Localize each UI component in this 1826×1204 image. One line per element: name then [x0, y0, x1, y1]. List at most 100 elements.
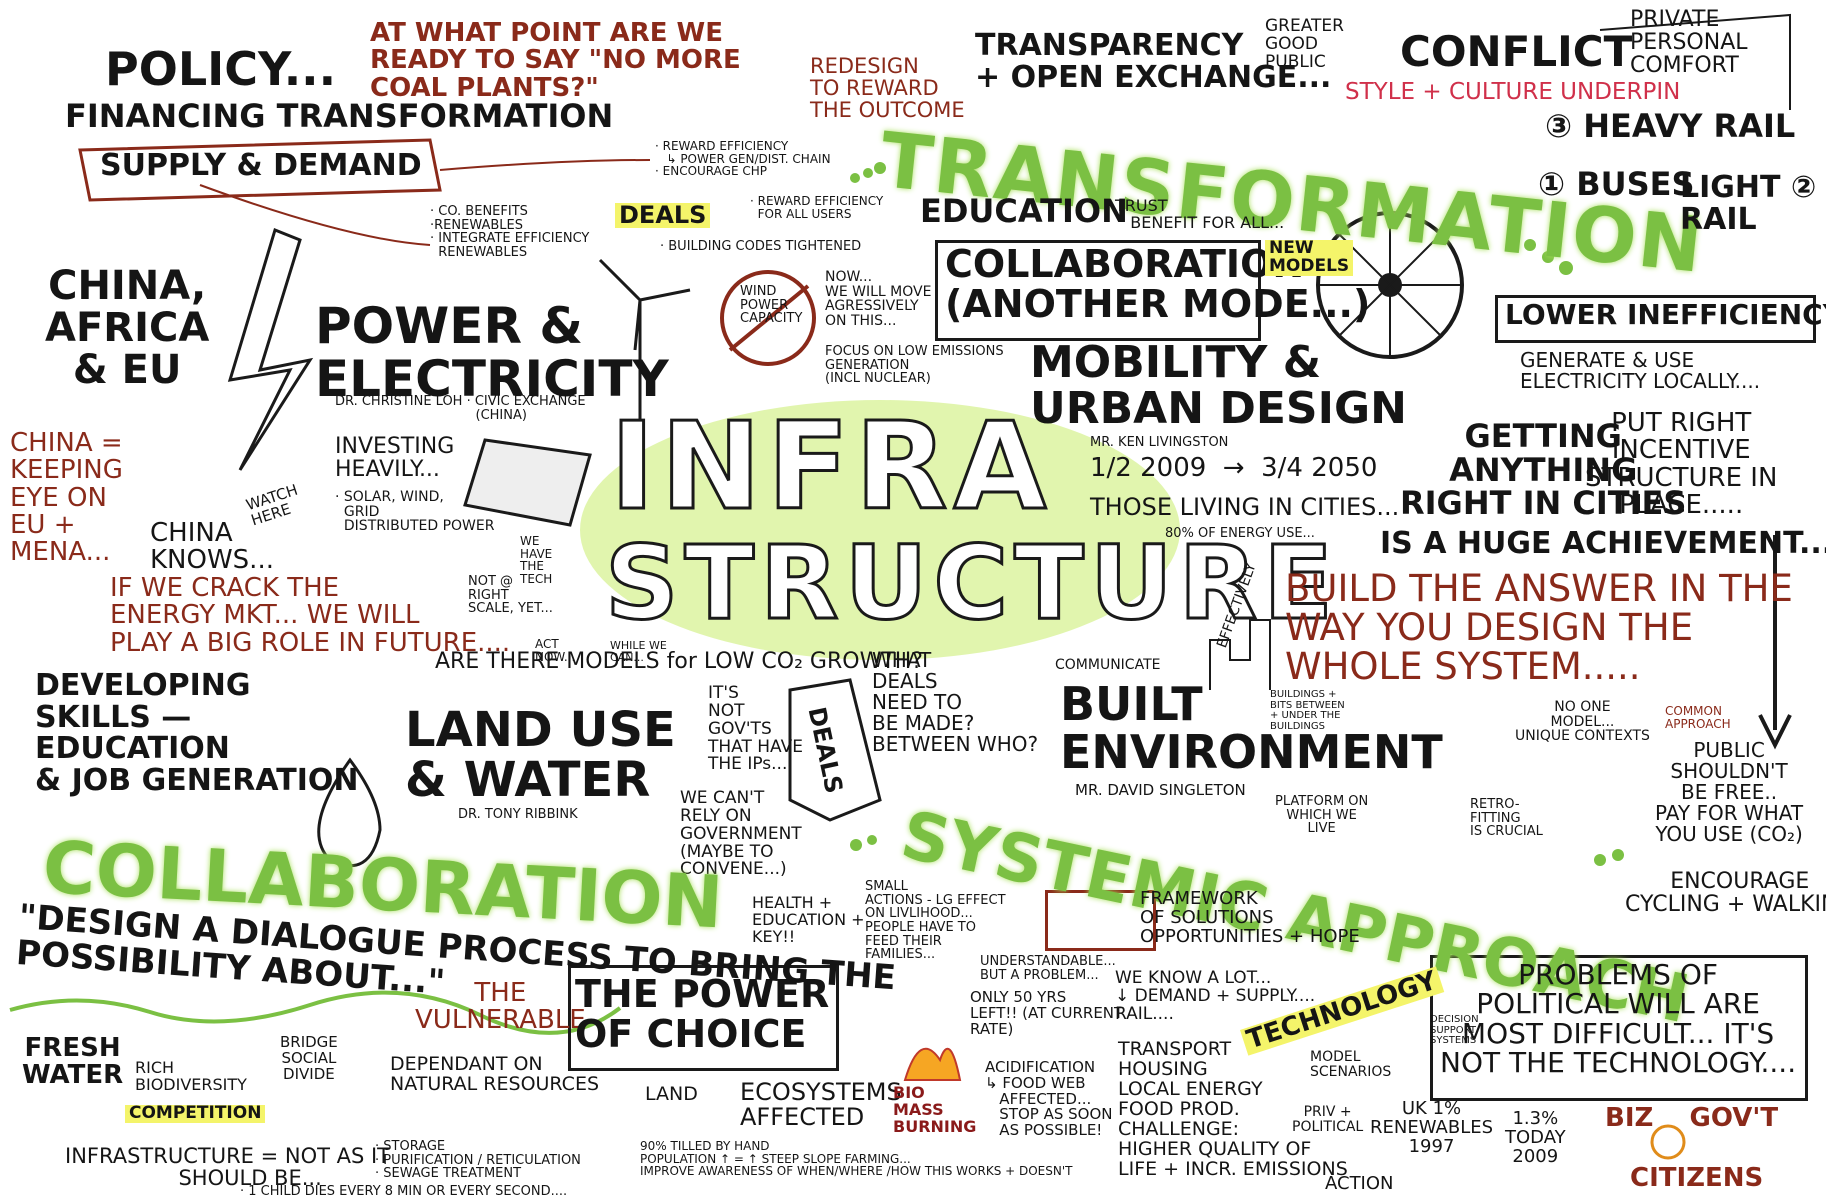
deals-small-label: DEALS [615, 202, 711, 229]
platform-on-note: PLATFORM ON WHICH WE LIVE [1275, 794, 1369, 837]
collaboration-box-text: COLLABORATION (ANOTHER MODE...) [945, 242, 1371, 326]
policy-heading: POLICY... [105, 42, 337, 96]
the-vulnerable-note: THE VULNERABLE [415, 978, 586, 1036]
framework-box-frame [1045, 890, 1156, 951]
building-codes-note: · BUILDING CODES TIGHTENED [660, 239, 862, 254]
redesign-note: REDESIGN TO REWARD THE OUTCOME [810, 54, 965, 123]
citizens-label: CITIZENS [1630, 1163, 1764, 1193]
model-scenarios-note: MODEL SCENARIOS [1310, 1049, 1392, 1080]
private-comfort-label: PRIVATE PERSONAL COMFORT [1630, 7, 1748, 79]
education-heading: EDUCATION [920, 192, 1128, 230]
power-of-choice-heading: THE POWER OF CHOICE [575, 972, 830, 1056]
acidification-note: ACIDIFICATION ↳ FOOD WEB AFFECTED... STO… [985, 1058, 1113, 1139]
political-will-problems: PROBLEMS OF POLITICAL WILL ARE MOST DIFF… [1440, 958, 1797, 1080]
buses-label: ① BUSES [1538, 165, 1695, 203]
dr-christine-note: DR. CHRISTINE LOH · CIVIC EXCHANGE (CHIN… [335, 394, 586, 423]
those-living-in-cities: THOSE LIVING IN CITIES... [1090, 493, 1400, 521]
understandable-note: UNDERSTANDABLE... BUT A PROBLEM... [980, 954, 1116, 983]
biz-govt-label: BIZ GOV'T [1605, 1103, 1779, 1133]
storage-purification-list: · STORAGE · PURIFICATION / RETICULATION … [375, 1139, 581, 1182]
co-benefits-list: · CO. BENEFITS ·RENEWABLES · INTEGRATE E… [430, 204, 590, 260]
retrofitting-note: RETRO- FITTING IS CRUCIAL [1470, 797, 1543, 840]
structure-heading: STRUCTURE [604, 524, 1339, 643]
developing-skills-heading: DEVELOPING SKILLS — EDUCATION & JOB GENE… [35, 668, 359, 798]
ecosystems-affected-label: ECOSYSTEMS AFFECTED [740, 1078, 902, 1132]
act-now-note: ACT NOW... [535, 637, 576, 664]
eighty-percent-energy: 80% OF ENERGY USE... [1165, 526, 1315, 541]
not-govts-note: IT'S NOT GOV'TS THAT HAVE THE IPs... [708, 683, 803, 775]
action-label: ACTION [1325, 1173, 1394, 1194]
built-environment-heading: BUILT ENVIRONMENT [1060, 677, 1443, 780]
low-co2-models-question: ARE THERE MODELS for LOW CO₂ GROWTH? [435, 649, 923, 674]
lower-inefficiency-label: LOWER INEFFICIENCY [1505, 298, 1826, 331]
getting-anything-right: GETTING ANYTHING RIGHT IN CITIES [1400, 417, 1687, 523]
power-electricity-heading: POWER & ELECTRICITY [315, 297, 669, 408]
heavy-rail-label: ③ HEAVY RAIL [1545, 107, 1796, 145]
skyline-shape [1209, 619, 1271, 690]
lower-inefficiency-box-frame [1495, 295, 1816, 343]
huge-achievement: IS A HUGE ACHIEVEMENT... [1380, 526, 1826, 561]
tony-ribbink-label: DR. TONY RIBBINK [458, 807, 578, 822]
rich-biodiversity-label: RICH BIODIVERSITY [135, 1058, 247, 1094]
buildings-bits-note: BUILDINGS + BITS BETWEEN + UNDER THE BUI… [1270, 689, 1345, 732]
infrastructure-not-as-it-should-be: INFRASTRUCTURE = NOT AS IT SHOULD BE... [65, 1144, 391, 1191]
biomass-burning-label: BIO MASS BURNING [893, 1083, 977, 1136]
problems-box-frame [1430, 955, 1808, 1101]
wind-turbine-shape [598, 258, 691, 420]
wind-power-label: WIND POWER CAPACITY [740, 284, 803, 327]
build-answer-note: BUILD THE ANSWER IN THE WAY YOU DESIGN T… [1285, 567, 1793, 688]
land-water-heading: LAND USE & WATER [405, 702, 676, 809]
china-knows-note: CHINA KNOWS... [150, 518, 274, 576]
communicate-label: COMMUNICATE [1055, 657, 1161, 673]
small-actions-note: SMALL ACTIONS - LG EFFECT ON LIVLIHOOD..… [865, 879, 1006, 963]
only-50-years-note: ONLY 50 YRS LEFT!! (AT CURRENT RATE) [970, 988, 1124, 1038]
we-have-tech-note: WE HAVE THE TECH [520, 534, 553, 586]
now-move-note: NOW... WE WILL MOVE AGRESSIVELY ON THIS.… [825, 269, 932, 330]
we-know-a-lot-note: WE KNOW A LOT... ↓ DEMAND + SUPPLY.... R… [1115, 968, 1316, 1024]
reward-efficiency-list: · REWARD EFFICIENCY ↳ POWER GEN/DIST. CH… [655, 139, 831, 179]
mobility-urban-heading: MOBILITY & URBAN DESIGN [1030, 337, 1407, 435]
decision-support-note: DECISION SUPPORT SYSTEMS [1430, 1014, 1479, 1046]
new-models-label: NEW MODELS [1265, 239, 1354, 276]
tilled-by-hand-note: 90% TILLED BY HAND POPULATION ↑ = ↑ STEE… [640, 1139, 1073, 1179]
dependant-resources-label: DEPENDANT ON NATURAL RESOURCES [390, 1053, 600, 1095]
transparency-heading: TRANSPARENCY + OPEN EXCHANGE... [975, 28, 1332, 95]
health-education-note: HEALTH + EDUCATION + KEY!! [752, 893, 865, 946]
solar-wind-note: · SOLAR, WIND, GRID DISTRIBUTED POWER [335, 489, 495, 535]
supply-demand-label: SUPPLY & DEMAND [100, 148, 422, 183]
capacity-circle-shape [720, 270, 816, 366]
encourage-cycling-note: ENCOURAGE CYCLING + WALKING [1625, 869, 1826, 918]
public-free-note: PUBLIC SHOULDN'T BE FREE.. PAY FOR WHAT … [1655, 738, 1804, 846]
china-keeping-eye-note: CHINA = KEEPING EYE ON EU + MENA... [10, 428, 123, 568]
cant-rely-note: WE CAN'T RELY ON GOVERNMENT (MAYBE TO CO… [680, 788, 802, 880]
solar-panel-shape [463, 438, 592, 527]
what-deals-question: WHAT DEALS NEED TO BE MADE? BETWEEN WHO? [872, 648, 1039, 756]
wheel-spokes-shape [1318, 213, 1462, 357]
today-2009-stat: 1.3% TODAY 2009 [1505, 1108, 1566, 1167]
lightning-bolt-shape [227, 227, 314, 471]
private-political-label: PRIV + POLITICAL [1292, 1104, 1364, 1135]
competition-label: COMPETITION [125, 1104, 266, 1123]
citizens-circle-shape [1650, 1124, 1686, 1160]
crack-energy-market-note: IF WE CRACK THE ENERGY MKT... WE WILL PL… [110, 573, 511, 658]
fresh-water-label: FRESH WATER [22, 1033, 124, 1091]
supply-ribbon-shape [78, 138, 442, 202]
child-dies-note: · 1 CHILD DIES EVERY 8 MIN OR EVERY SECO… [240, 1184, 568, 1199]
while-we-can-note: WHILE WE CAN... [610, 639, 667, 664]
common-approach-note: COMMON APPROACH [1665, 704, 1731, 731]
light-rail-label: LIGHT ② RAIL [1680, 170, 1817, 237]
ken-livingston-label: MR. KEN LIVINGSTON [1090, 435, 1229, 450]
grass-shape [9, 990, 622, 1035]
water-drop-shape [317, 757, 382, 868]
collaboration-box-frame [935, 240, 1261, 341]
generate-use-note: GENERATE & USE ELECTRICITY LOCALLY.... [1520, 348, 1761, 393]
flame-shape [903, 1047, 962, 1081]
coal-plants-question: AT WHAT POINT ARE WE READY TO SAY "NO MO… [370, 18, 741, 103]
no-one-model-note: NO ONE MODEL... UNIQUE CONTEXTS [1515, 699, 1650, 745]
bridge-social-divide-label: BRIDGE SOCIAL DIVIDE [280, 1033, 338, 1083]
transport-housing-list: TRANSPORT HOUSING LOCAL ENERGY FOOD PROD… [1118, 1038, 1348, 1180]
david-singleton-label: MR. DAVID SINGLETON [1075, 781, 1246, 799]
style-culture-label: STYLE + CULTURE UNDERPIN [1345, 79, 1681, 105]
framework-solutions-note: FRAMEWORK OF SOLUTIONS OPPORTUNITIES + H… [1140, 888, 1360, 947]
